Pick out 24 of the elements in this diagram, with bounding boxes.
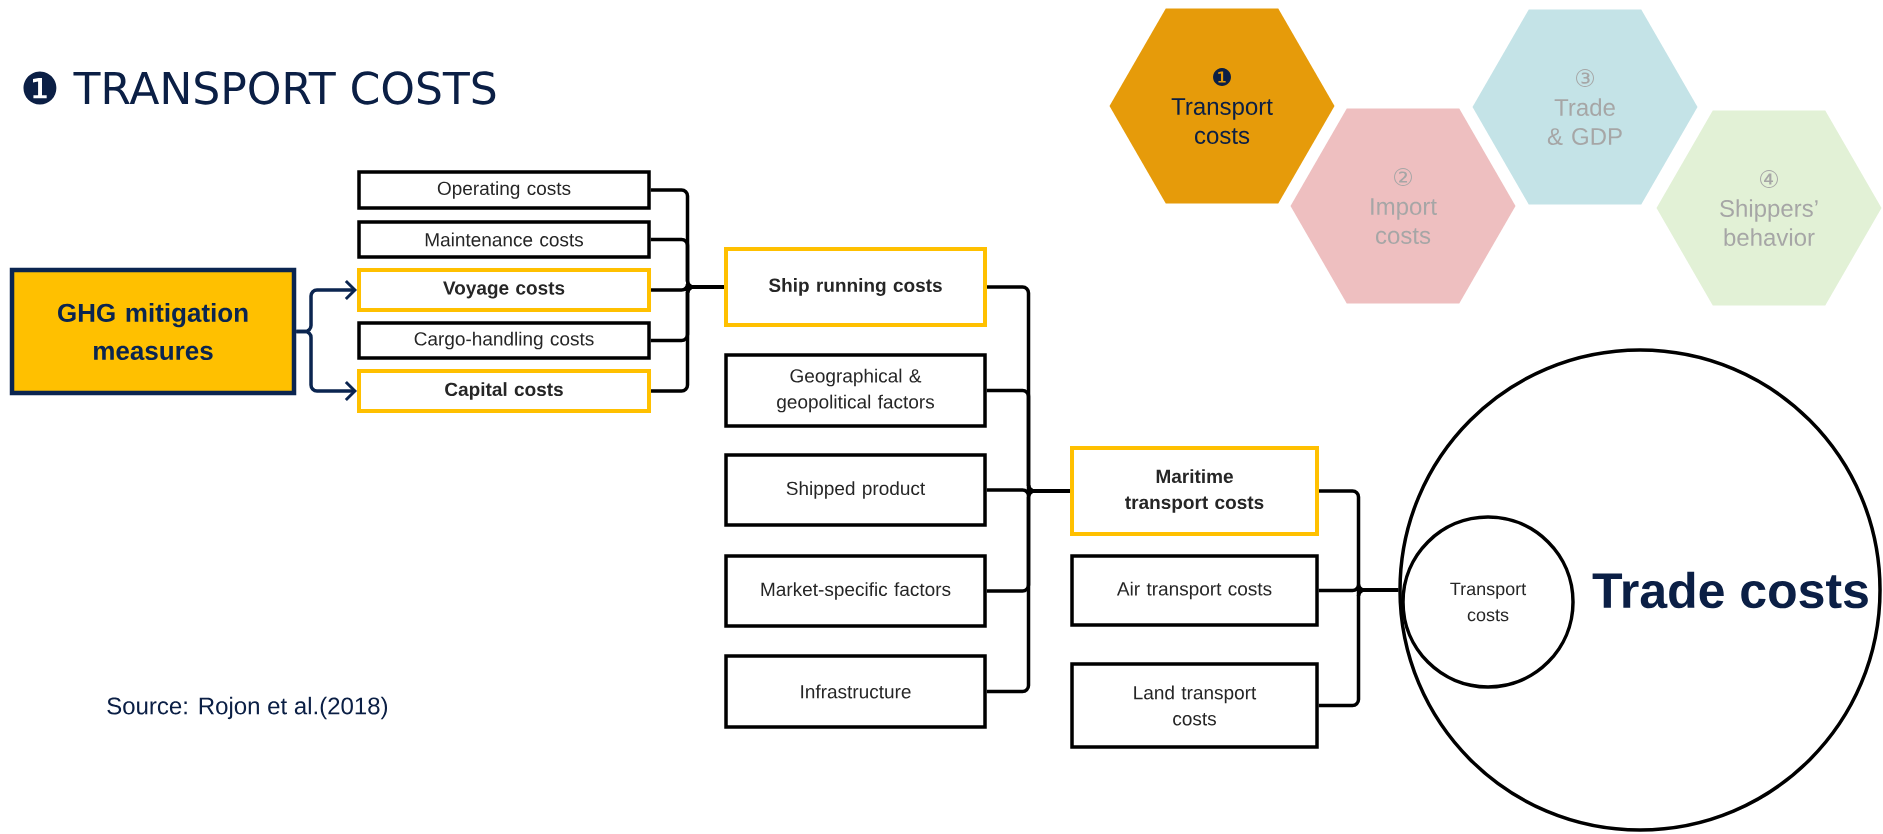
bracket-connector (986, 489, 1070, 694)
hexagon: ❶ Transport costs (1109, 8, 1335, 204)
hexagon: ③ Trade & GDP (1472, 9, 1698, 205)
title: ❶ TRANSPORT COSTS (23, 71, 496, 105)
factor-box: Geographical & geopolitical factors (724, 353, 987, 428)
highlighted-box: Voyage costs (357, 268, 651, 312)
bracket-connector (651, 285, 724, 393)
cost-box: Maintenance costs (357, 220, 651, 259)
cost-box: Cargo-handling costs (357, 321, 651, 360)
factor-box: Market-specific factors (724, 554, 987, 628)
cost-box: Operating costs (357, 170, 651, 210)
factor-box: Shipped product (724, 453, 987, 527)
factor-box: Infrastructure (724, 654, 987, 729)
cost-box: Air transport costs (1070, 554, 1319, 627)
hexagon: ④ Shippers’ behavior (1656, 110, 1882, 306)
source-note: Source: Rojon et al.(2018) (107, 696, 388, 720)
arrow (296, 329, 357, 402)
cost-box: Land transport costs (1070, 662, 1319, 749)
highlighted-box: GHG mitigation measures (9, 267, 297, 396)
highlighted-box: Ship running costs (724, 247, 987, 327)
highlighted-box: Capital costs (357, 369, 651, 413)
hexagon: ② Import costs (1290, 108, 1516, 304)
highlighted-box: Maritime transport costs (1070, 446, 1319, 536)
bracket-connector (1318, 588, 1399, 708)
